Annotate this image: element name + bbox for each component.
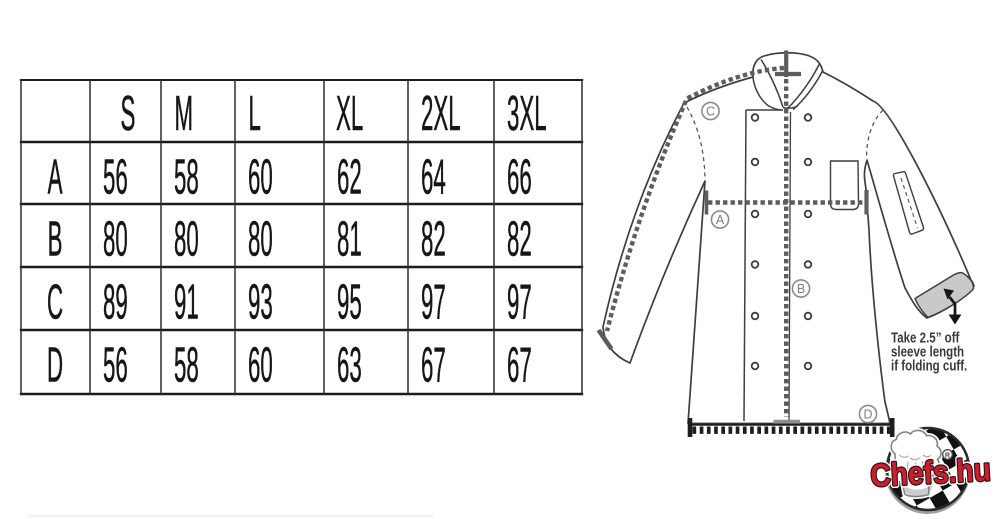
svg-text:97: 97 (421, 275, 446, 330)
svg-text:Take 2.5” off: Take 2.5” off (891, 329, 960, 346)
svg-text:2XL: 2XL (421, 86, 461, 141)
svg-text:XL: XL (336, 86, 363, 141)
svg-text:3XL: 3XL (507, 86, 547, 141)
svg-text:82: 82 (507, 212, 532, 267)
svg-text:56: 56 (103, 338, 128, 393)
svg-text:S: S (121, 86, 136, 141)
svg-text:Chefs.hu: Chefs.hu (870, 453, 992, 494)
svg-text:if folding cuff.: if folding cuff. (891, 357, 967, 374)
svg-text:60: 60 (248, 338, 273, 393)
svg-text:C: C (706, 104, 715, 118)
svg-text:64: 64 (421, 150, 446, 205)
svg-text:A: A (48, 150, 63, 205)
svg-text:67: 67 (421, 338, 446, 393)
svg-text:58: 58 (174, 150, 199, 205)
svg-text:80: 80 (174, 212, 199, 267)
svg-text:B: B (797, 282, 805, 296)
svg-text:D: D (863, 407, 872, 421)
svg-text:L: L (249, 86, 261, 141)
svg-text:89: 89 (103, 275, 128, 330)
svg-text:66: 66 (507, 150, 532, 205)
svg-text:97: 97 (507, 275, 532, 330)
svg-text:81: 81 (337, 212, 362, 267)
svg-text:67: 67 (507, 338, 532, 393)
svg-text:58: 58 (174, 338, 199, 393)
svg-text:D: D (47, 338, 63, 393)
svg-text:82: 82 (421, 212, 446, 267)
svg-text:A: A (716, 213, 725, 227)
svg-text:95: 95 (337, 275, 362, 330)
svg-text:91: 91 (174, 275, 199, 330)
svg-text:R: R (945, 450, 951, 459)
svg-text:60: 60 (248, 150, 273, 205)
svg-text:56: 56 (103, 150, 128, 205)
svg-text:93: 93 (248, 275, 273, 330)
svg-text:80: 80 (103, 212, 128, 267)
svg-text:B: B (48, 212, 63, 267)
svg-text:62: 62 (337, 150, 362, 205)
svg-text:C: C (47, 275, 63, 330)
svg-text:sleeve length: sleeve length (891, 343, 964, 360)
svg-text:M: M (175, 86, 194, 141)
svg-text:63: 63 (337, 338, 362, 393)
svg-text:80: 80 (248, 212, 273, 267)
